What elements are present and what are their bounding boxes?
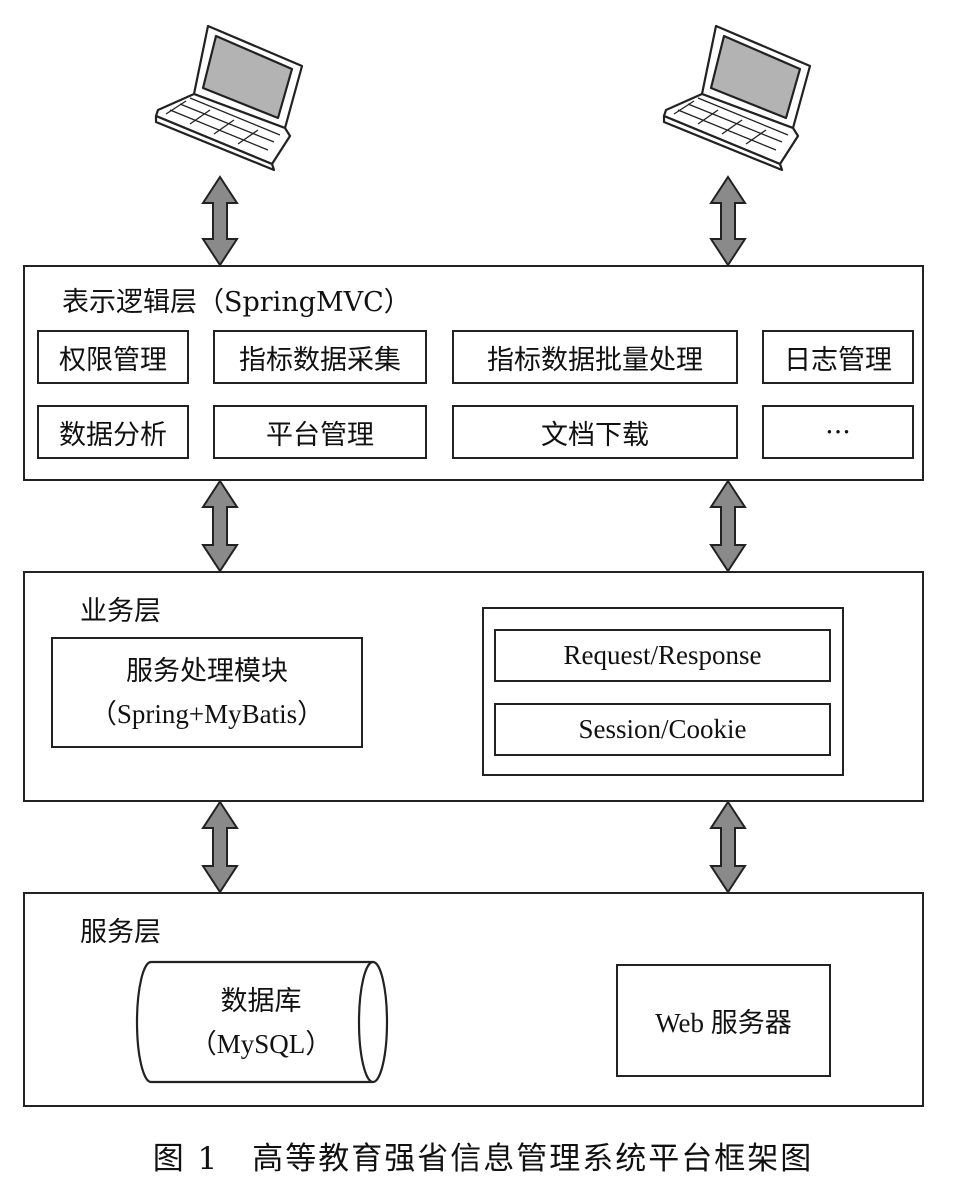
session-cookie-box: Session/Cookie	[494, 703, 831, 756]
web-server-box: Web 服务器	[616, 964, 831, 1077]
database-engine: （MySQL）	[189, 1029, 333, 1059]
bidirectional-arrow-icon	[709, 479, 747, 573]
service-module-frameworks: （Spring+MyBatis）	[89, 698, 325, 729]
module-permission-management: 权限管理	[37, 330, 189, 384]
request-response-box: Request/Response	[494, 629, 831, 682]
client-laptop-left-icon	[154, 24, 304, 172]
business-layer-title: 业务层	[80, 596, 161, 627]
module-batch-processing: 指标数据批量处理	[452, 330, 738, 384]
service-module-name: 服务处理模块	[126, 655, 288, 687]
bidirectional-arrow-icon	[201, 479, 239, 573]
database-cylinder-icon	[135, 960, 389, 1084]
bidirectional-arrow-icon	[201, 800, 239, 894]
bidirectional-arrow-icon	[709, 175, 747, 267]
database-name: 数据库	[220, 986, 302, 1017]
bidirectional-arrow-icon	[201, 175, 239, 267]
presentation-layer-title: 表示逻辑层（SpringMVC）	[62, 287, 411, 318]
module-more: ···	[762, 405, 914, 459]
module-platform-management: 平台管理	[213, 405, 427, 459]
module-data-analysis: 数据分析	[37, 405, 189, 459]
module-document-download: 文档下载	[452, 405, 738, 459]
service-layer-title: 服务层	[80, 917, 161, 948]
bidirectional-arrow-icon	[709, 800, 747, 894]
figure-caption: 图 1 高等教育强省信息管理系统平台框架图	[152, 1141, 814, 1177]
service-processing-module: 服务处理模块 （Spring+MyBatis）	[51, 637, 363, 748]
database-label: 数据库 （MySQL）	[150, 975, 372, 1071]
client-laptop-right-icon	[662, 24, 812, 172]
module-indicator-collection: 指标数据采集	[213, 330, 427, 384]
module-log-management: 日志管理	[762, 330, 914, 384]
